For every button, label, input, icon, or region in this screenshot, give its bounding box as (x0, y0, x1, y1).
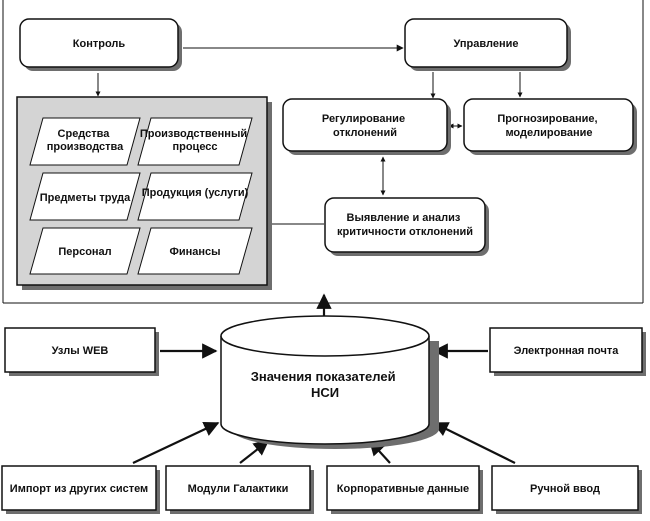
source-uzly-web: Узлы WEB (4, 327, 159, 376)
svg-text:Прогнозирование, моделир: Прогнозирование, моделирование (497, 113, 600, 139)
node-prognozirovanie: Прогнозирование, моделирование (463, 98, 637, 155)
item-sredstva: Средства производства (29, 117, 141, 166)
sredstva-line1: Средства (58, 128, 111, 140)
node-upravlenie: Управление (404, 18, 571, 71)
finansy-label: Финансы (169, 246, 220, 258)
database-line1: Значения показателей (251, 369, 396, 384)
source-email: Электронная почта (489, 327, 646, 376)
item-produkciya: Продукция (услуги) (137, 172, 253, 221)
node-vyyavlenie: Выявление и анализ критичности отклонени… (324, 197, 489, 256)
korp-dannye-label: Корпоративные данные (337, 483, 469, 495)
arrow-import-db (132, 421, 220, 464)
vyyavlenie-line1: Выявление и анализ (347, 212, 461, 224)
item-finansy: Финансы (137, 227, 253, 275)
ruchnoy-label: Ручной ввод (530, 483, 600, 495)
uzly-web-label: Узлы WEB (52, 345, 109, 357)
item-personal: Персонал (29, 227, 141, 275)
svg-text:Значения показателей НСИ: Значения показателей НСИ (251, 369, 399, 400)
moduli-label: Модули Галактики (188, 483, 289, 495)
prognozirovanie-line1: Прогнозирование, (497, 113, 597, 125)
resources-panel: Средства производства Производственный п… (16, 96, 272, 290)
import-label: Импорт из других систем (10, 483, 148, 495)
email-label: Электронная почта (514, 345, 620, 357)
kontrol-label: Контроль (73, 38, 126, 50)
database-cylinder: Значения показателей НСИ (220, 315, 439, 449)
item-predmety: Предметы труда (29, 172, 141, 221)
upravlenie-label: Управление (453, 38, 518, 50)
arrow-ruchnoy-db (432, 422, 516, 464)
node-kontrol: Контроль (19, 18, 182, 71)
item-proizv-process: Производственный процесс (137, 117, 253, 166)
source-korp-dannye: Корпоративные данные (326, 465, 483, 514)
source-ruchnoy: Ручной ввод (491, 465, 642, 514)
svg-text:Производственный проце: Производственный процесс (140, 128, 250, 153)
source-moduli: Модули Галактики (165, 465, 314, 514)
svg-text:Выявление и анализ крити: Выявление и анализ критичности отклонени… (337, 212, 473, 238)
source-import: Импорт из других систем (1, 465, 160, 514)
sredstva-line2: производства (47, 141, 124, 153)
regulirovanie-line2: отклонений (333, 127, 397, 139)
connectors-upper (95, 44, 523, 225)
prognozirovanie-line2: моделирование (505, 127, 592, 139)
proizv-process-line1: Производственный (140, 128, 247, 140)
produkciya-label: Продукция (услуги) (142, 187, 249, 199)
vyyavlenie-line2: критичности отклонений (337, 226, 473, 238)
arrow-moduli-db (239, 440, 270, 464)
personal-label: Персонал (58, 246, 111, 258)
regulirovanie-line1: Регулирование (322, 113, 405, 125)
proizv-process-line2: процесс (172, 141, 217, 153)
svg-text:Средства производства: Средства производства (47, 128, 124, 153)
node-regulirovanie: Регулирование отклонений (282, 98, 451, 155)
database-line2: НСИ (311, 385, 339, 400)
svg-text:Регулирование отклонений: Регулирование отклонений (322, 113, 408, 139)
predmety-label: Предметы труда (40, 192, 131, 204)
